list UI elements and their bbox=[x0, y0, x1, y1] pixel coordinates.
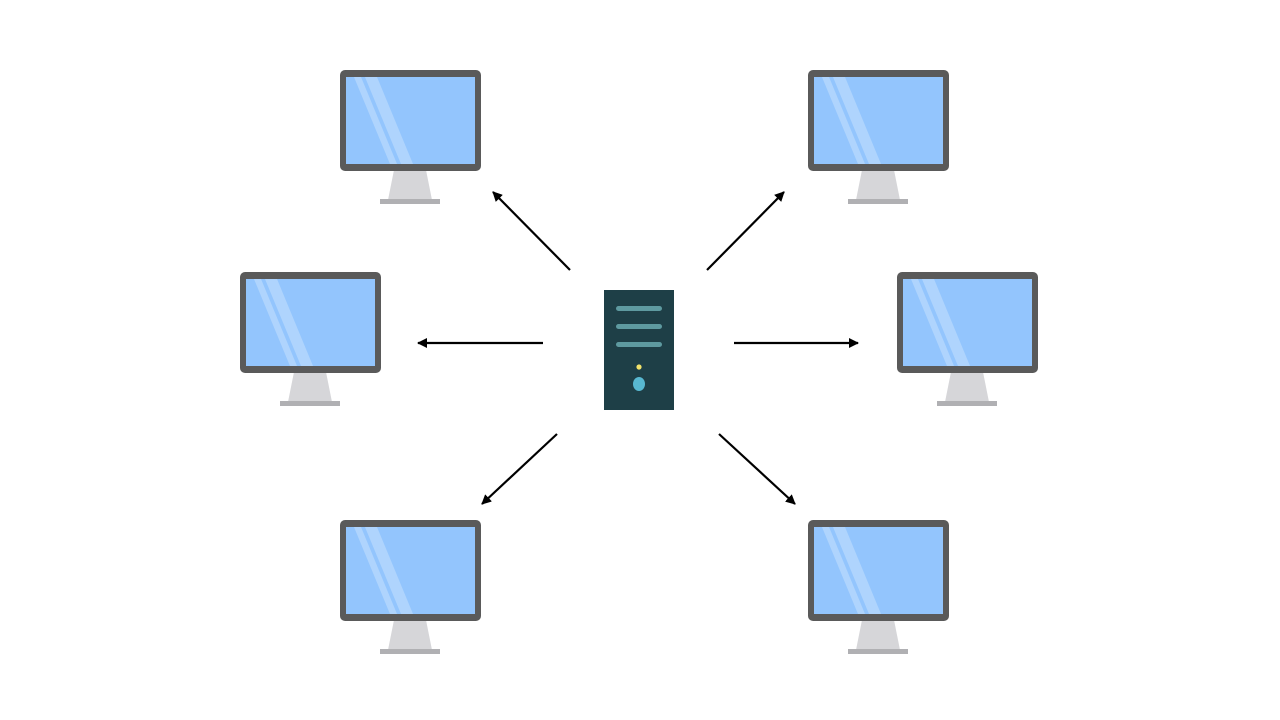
server-power-button bbox=[633, 377, 645, 391]
monitor-screen bbox=[814, 527, 943, 614]
monitor-base bbox=[848, 199, 908, 204]
monitor-screen bbox=[246, 279, 375, 366]
monitor-base bbox=[380, 199, 440, 204]
monitor-stand bbox=[388, 620, 432, 650]
monitor-icon-middle-left bbox=[240, 272, 381, 406]
monitor-stand bbox=[388, 170, 432, 200]
arrow-server-to-bottom-left bbox=[481, 433, 558, 505]
monitor-base bbox=[937, 401, 997, 406]
monitor-icon-top-right bbox=[808, 70, 949, 204]
monitor-screen bbox=[346, 77, 475, 164]
monitor-screen bbox=[903, 279, 1032, 366]
monitor-icon-bottom-left bbox=[340, 520, 481, 654]
arrow-server-to-bottom-right bbox=[718, 433, 796, 505]
server-slot-3 bbox=[616, 342, 662, 347]
monitor-icon-bottom-right bbox=[808, 520, 949, 654]
monitor-icon-middle-right bbox=[897, 272, 1038, 406]
server-tower-icon bbox=[604, 290, 674, 410]
monitor-base bbox=[280, 401, 340, 406]
server-led bbox=[636, 364, 642, 370]
monitor-icon-top-left bbox=[340, 70, 481, 204]
arrow-server-to-top-left bbox=[492, 191, 571, 271]
arrow-server-to-top-right bbox=[706, 191, 785, 271]
monitor-screen bbox=[346, 527, 475, 614]
monitor-stand bbox=[856, 620, 900, 650]
server-slot-2 bbox=[616, 324, 662, 329]
monitor-stand bbox=[288, 372, 332, 402]
monitor-base bbox=[380, 649, 440, 654]
monitor-base bbox=[848, 649, 908, 654]
server-slot-1 bbox=[616, 306, 662, 311]
edges-layer bbox=[417, 191, 859, 505]
monitor-screen bbox=[814, 77, 943, 164]
clients-layer bbox=[240, 70, 1038, 654]
monitor-stand bbox=[945, 372, 989, 402]
monitor-stand bbox=[856, 170, 900, 200]
